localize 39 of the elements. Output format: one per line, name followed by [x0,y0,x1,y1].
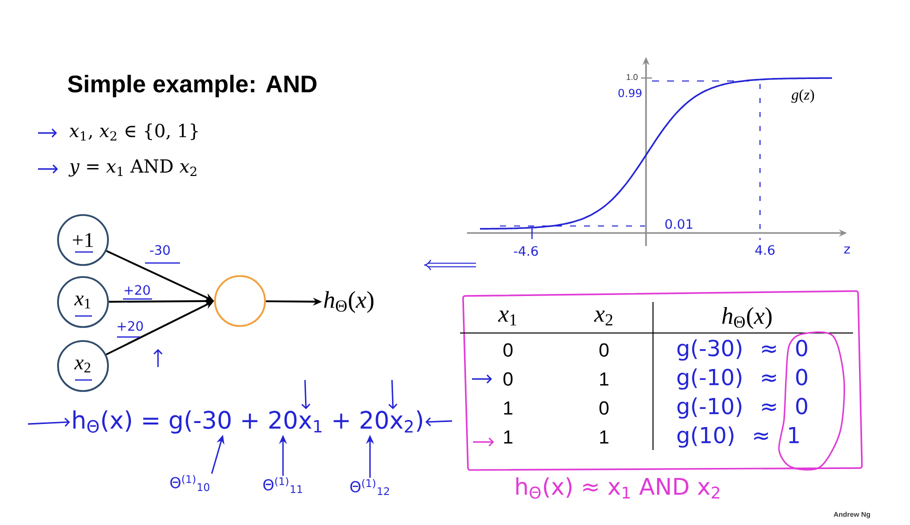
handwritten-value: g(-10) ≈ 0 [677,368,808,390]
pointer-arrow [301,380,310,410]
pointer-arrow [425,417,452,426]
handwritten-value: g(-10) ≈ 0 [677,397,808,419]
edge-label: +20 [116,320,144,338]
tick-label: 0.01 [665,219,692,229]
math-statement: x$_{1}$, x$_{2}$ ∈ {0, 1} [69,123,198,141]
table-value: 1 [504,401,512,415]
table-value: 0 [599,343,609,357]
table-header: h$_{Θ}$(x) [722,307,772,329]
neuron-circle [214,275,266,327]
table-header: x$_{2}$ [594,310,612,326]
handwritten-formula: h$_{Θ}$(x) = g(-30 + 20x$_{1}$ + 20x$_{2}$) [73,410,422,434]
output-label: h$_{Θ}$(x) [324,291,374,313]
tick-label: -4.6 [514,246,538,256]
table-value: 1 [600,430,608,444]
slide-title: Simple example: AND [68,74,316,98]
weight-label: Θ$^{(1)}$12 [350,479,389,496]
bullet-arrow [28,418,70,427]
handwritten-value: g(10) ≈ 1 [677,426,799,448]
table-header: x$_{1}$ [498,310,516,326]
pointer-arrow [388,380,398,410]
tick-label: 4.6 [755,245,775,255]
table-value: 1 [504,430,512,444]
edge-label: -30 [145,244,180,264]
edge-label: +20 [122,284,152,300]
table-value: 0 [503,372,513,386]
handwritten-note: h$_{Θ}$(x) ≈ x$_{1}$ AND x$_{2}$ [516,477,720,499]
curve-label: g(z) [791,89,814,103]
tick-label: 0.99 [618,88,642,98]
table-value: 1 [600,372,608,386]
weight-label: Θ$^{(1)}$10 [170,474,210,492]
handwritten-value: g(-30) ≈ 0 [677,339,808,361]
table-value: 0 [599,401,609,415]
tick-label: 1.0 [626,74,638,80]
weight-label: Θ$^{(1)}$11 [263,477,302,493]
axis-label: z [844,246,850,254]
math-statement: y = x$_{1}$ AND x$_{2}$ [68,159,196,177]
table-value: 0 [503,343,513,357]
